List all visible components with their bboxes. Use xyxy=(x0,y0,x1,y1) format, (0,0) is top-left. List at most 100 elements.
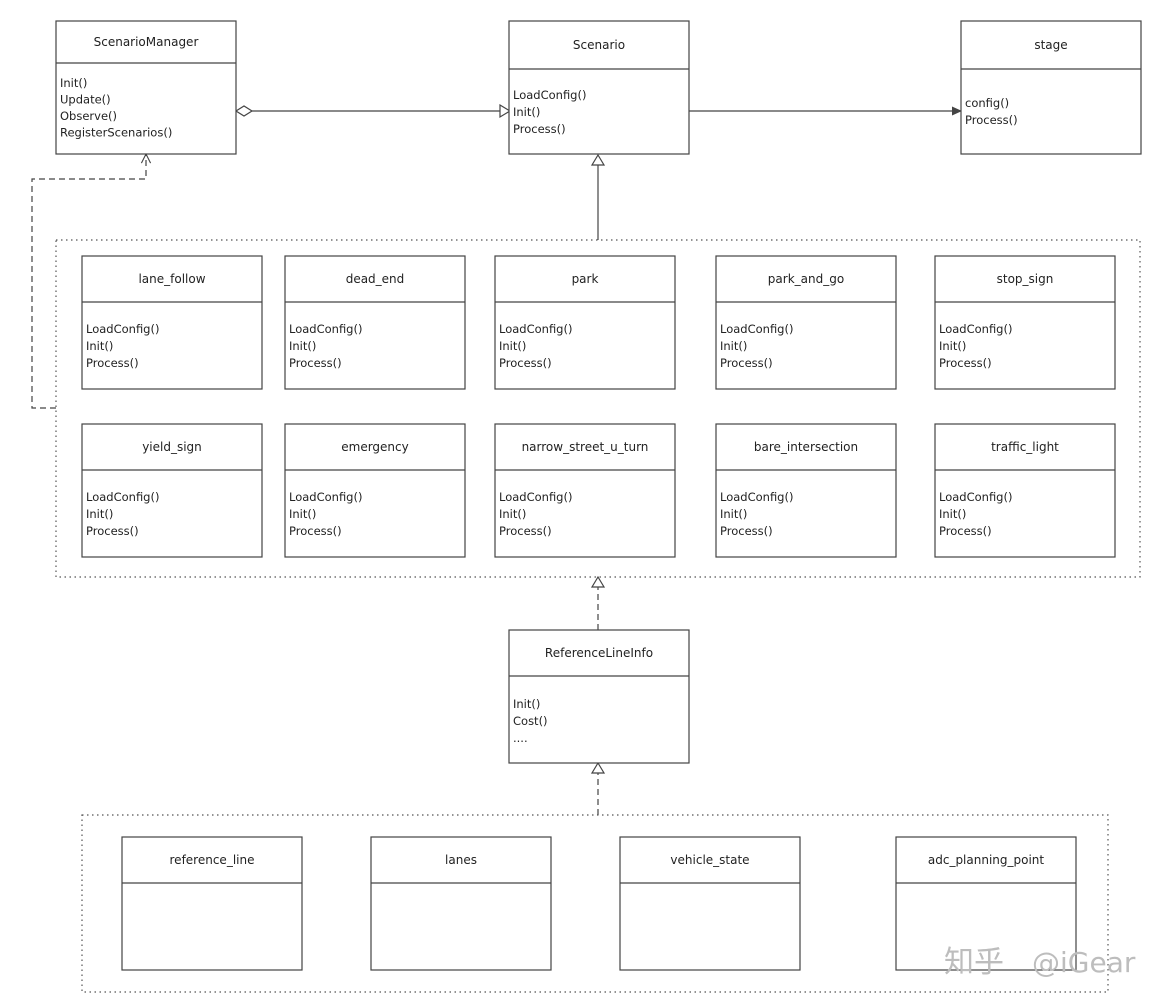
class-method: LoadConfig() xyxy=(939,322,1012,336)
class-method: RegisterScenarios() xyxy=(60,126,172,140)
edges xyxy=(31,103,961,815)
class-box xyxy=(934,423,1116,558)
class-method: Init() xyxy=(289,339,316,353)
class-method: LoadConfig() xyxy=(86,322,159,336)
class-method: Process() xyxy=(499,524,552,538)
class-name: park xyxy=(572,272,599,286)
class-method: Init() xyxy=(289,507,316,521)
class-box xyxy=(508,629,690,764)
class-method: Process() xyxy=(86,356,139,370)
class-box xyxy=(81,423,263,558)
generalization-triangle xyxy=(590,153,606,166)
class-method: LoadConfig() xyxy=(86,490,159,504)
class-method: Process() xyxy=(289,356,342,370)
class-name: dead_end xyxy=(346,272,405,286)
class-name: lane_follow xyxy=(138,272,205,286)
class-box xyxy=(715,255,897,390)
class-method: Init() xyxy=(499,339,526,353)
class-method: Process() xyxy=(720,356,773,370)
class-vehicle-state: vehicle_state xyxy=(619,836,801,971)
realization-triangle-upper xyxy=(590,575,606,588)
class-box xyxy=(934,255,1116,390)
class-method: LoadConfig() xyxy=(289,490,362,504)
class-method: Observe() xyxy=(60,109,117,123)
class-name: vehicle_state xyxy=(670,853,749,867)
class-name: park_and_go xyxy=(768,272,844,286)
class-box xyxy=(494,423,676,558)
class-name: bare_intersection xyxy=(754,440,858,454)
class-method: config() xyxy=(965,96,1009,110)
class-name: reference_line xyxy=(170,853,255,867)
class-reference-line: reference_line xyxy=(121,836,303,971)
class-name: Scenario xyxy=(573,38,625,52)
class-method: LoadConfig() xyxy=(289,322,362,336)
class-box xyxy=(494,255,676,390)
class-name: emergency xyxy=(341,440,408,454)
class-method: LoadConfig() xyxy=(499,322,572,336)
class-method: Process() xyxy=(965,113,1018,127)
class-method: Init() xyxy=(86,507,113,521)
class-name: stop_sign xyxy=(997,272,1054,286)
class-name: stage xyxy=(1034,38,1067,52)
class-lanes: lanes xyxy=(370,836,552,971)
class-method: Init() xyxy=(513,105,540,119)
class-method: Init() xyxy=(513,697,540,711)
class-method: Process() xyxy=(939,356,992,370)
class-box xyxy=(715,423,897,558)
watermark-handle: @iGear xyxy=(1032,946,1136,979)
class-box xyxy=(284,423,466,558)
class-method: Init() xyxy=(86,339,113,353)
class-method: LoadConfig() xyxy=(513,88,586,102)
class-method: LoadConfig() xyxy=(720,490,793,504)
class-box xyxy=(284,255,466,390)
class-method: Process() xyxy=(513,122,566,136)
class-name: adc_planning_point xyxy=(928,853,1045,867)
watermark-logo: 知乎 xyxy=(944,945,1004,980)
class-method: LoadConfig() xyxy=(720,322,793,336)
class-scenario-manager: ScenarioManagerInit()Update()Observe()Re… xyxy=(55,20,237,155)
class-method: Init() xyxy=(499,507,526,521)
class-method: Init() xyxy=(720,339,747,353)
class-method: .... xyxy=(513,731,528,745)
class-name: yield_sign xyxy=(142,440,202,454)
aggregation-diamond xyxy=(234,105,254,117)
watermark: 知乎 @iGear xyxy=(944,945,1136,980)
class-narrow-street-u-turn: narrow_street_u_turnLoadConfig()Init()Pr… xyxy=(494,423,676,558)
class-method: Process() xyxy=(720,524,773,538)
class-reference-line-info: ReferenceLineInfoInit()Cost().... xyxy=(508,629,690,764)
class-method: Process() xyxy=(499,356,552,370)
class-method: Update() xyxy=(60,93,111,107)
class-box xyxy=(508,20,690,155)
component-group-frame xyxy=(81,814,1109,993)
class-adc-planning-point: adc_planning_point xyxy=(895,836,1077,971)
dependency-line xyxy=(31,154,146,409)
class-method: Init() xyxy=(939,339,966,353)
class-box xyxy=(370,836,552,971)
realization-triangle-lower xyxy=(590,761,606,774)
class-name: ScenarioManager xyxy=(94,35,199,49)
class-name: narrow_street_u_turn xyxy=(522,440,649,454)
class-box xyxy=(81,255,263,390)
class-name: traffic_light xyxy=(991,440,1059,454)
class-method: LoadConfig() xyxy=(939,490,1012,504)
class-method: Process() xyxy=(939,524,992,538)
class-box xyxy=(960,20,1142,155)
class-name: ReferenceLineInfo xyxy=(545,646,653,660)
aggregation-arrow-head xyxy=(499,103,512,119)
class-method: Init() xyxy=(939,507,966,521)
class-stage: stage config() Process() xyxy=(960,20,1142,155)
class-name: lanes xyxy=(445,853,477,867)
class-box xyxy=(55,20,237,155)
class-box xyxy=(619,836,801,971)
class-method: Process() xyxy=(86,524,139,538)
